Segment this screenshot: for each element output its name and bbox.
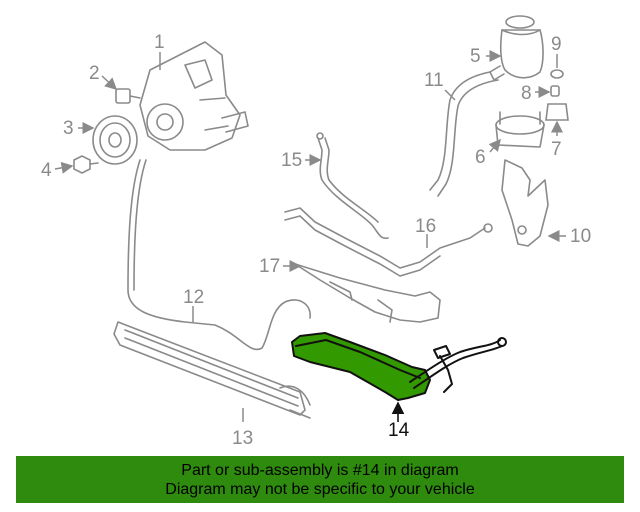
callout-10: 10 — [570, 226, 591, 247]
callout-11-leader — [444, 89, 456, 101]
callout-16: 16 — [415, 216, 436, 237]
mount — [545, 103, 569, 121]
callout-15: 15 — [281, 150, 302, 171]
callout-4: 4 — [41, 160, 52, 181]
mounting-bracket — [501, 159, 549, 247]
callout-8: 8 — [521, 83, 532, 104]
callout-4-leader — [54, 161, 74, 174]
lower-line-assembly — [294, 263, 441, 323]
callout-9: 9 — [551, 34, 562, 55]
washer — [550, 69, 564, 79]
reservoir-bracket — [495, 111, 545, 148]
callout-5: 5 — [470, 46, 481, 67]
parts-diagram: 1 2 3 4 12 13 5 9 — [41, 15, 591, 449]
bolt — [115, 88, 141, 104]
callout-2: 2 — [89, 63, 100, 84]
callout-7: 7 — [551, 139, 562, 160]
nut — [73, 155, 99, 174]
banner-line-1: Part or sub-assembly is #14 in diagram — [181, 461, 459, 479]
callout-14: 14 — [388, 420, 410, 441]
supply-hose — [429, 71, 499, 197]
info-banner: Part or sub-assembly is #14 in diagram D… — [16, 456, 624, 503]
callout-2-leader — [101, 75, 118, 91]
callout-1: 1 — [154, 32, 165, 53]
line-assembly — [284, 207, 493, 277]
highlighted-part-14 — [291, 332, 507, 401]
reservoir — [489, 15, 544, 81]
callout-17: 17 — [259, 256, 280, 277]
banner-line-2: Diagram may not be specific to your vehi… — [165, 480, 475, 498]
pulley — [92, 115, 138, 165]
bushing — [550, 85, 560, 97]
pressure-line — [316, 132, 389, 240]
callout-11: 11 — [424, 70, 444, 91]
callout-3: 3 — [63, 118, 74, 139]
cooler — [113, 321, 311, 419]
return-line — [127, 159, 311, 351]
power-steering-pump — [139, 41, 249, 151]
callout-13: 13 — [232, 428, 253, 449]
callout-6: 6 — [475, 147, 486, 168]
callout-6-leader — [488, 138, 501, 153]
callout-12: 12 — [183, 287, 204, 308]
